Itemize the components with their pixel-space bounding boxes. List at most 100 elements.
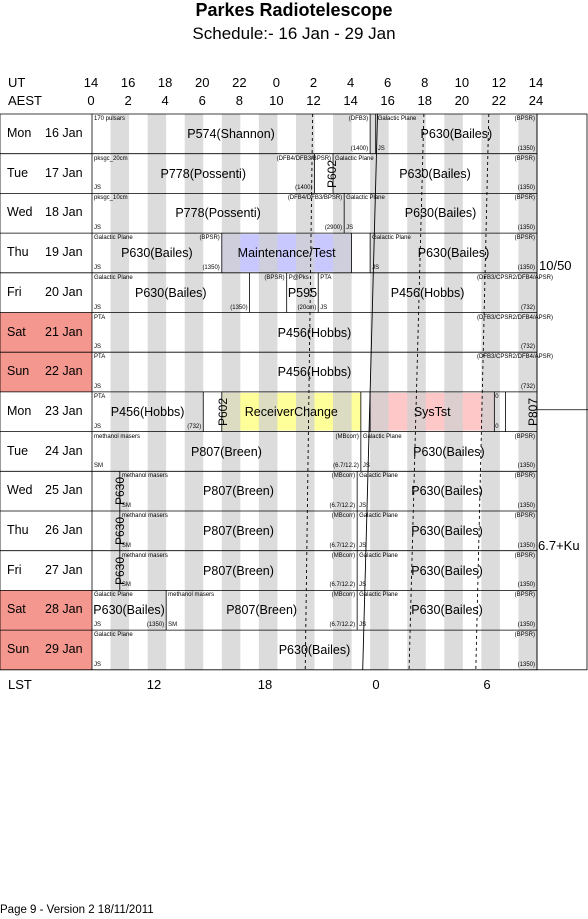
day-date: 23 Jan xyxy=(45,403,83,418)
project-label: P630(Bailes) xyxy=(278,643,351,658)
backend-note: (BPSR) xyxy=(514,433,535,440)
observer-initials: JS xyxy=(94,264,102,271)
lst-drift-line xyxy=(304,113,314,670)
observer-initials: SM xyxy=(94,463,103,470)
observation-note: Galactic Plane xyxy=(346,195,385,202)
side-label-lower: 6.7+Ku xyxy=(538,538,580,553)
ut-tick-label: 12 xyxy=(491,75,507,90)
observation-note: Galactic Plane xyxy=(335,155,374,162)
aest-tick-label: 16 xyxy=(380,93,395,108)
aest-tick-label: 4 xyxy=(161,93,169,108)
ut-tick-label: 22 xyxy=(232,75,247,90)
aest-tick-label: 14 xyxy=(343,93,358,108)
lst-tick-label: 6 xyxy=(483,677,491,692)
ut-tick-label: 14 xyxy=(83,75,99,90)
day-date: 25 Jan xyxy=(45,483,83,498)
day-name: Wed xyxy=(7,483,33,498)
lst-tick-label: 12 xyxy=(146,677,162,692)
project-label: P630(Bailes) xyxy=(411,563,483,578)
aest-tick-label: 20 xyxy=(454,93,470,108)
frequency-note: (20cm) xyxy=(297,304,317,311)
project-label: Maintenance/Test xyxy=(237,246,336,261)
frequency-note: (2900) xyxy=(324,225,343,232)
side-label-upper: 10/50 xyxy=(539,258,572,273)
observation-note: Galactic Plane xyxy=(359,513,398,519)
weekend-bg xyxy=(0,312,92,353)
project-label: P778(Possenti) xyxy=(175,206,261,221)
vertical-project-label: P807 xyxy=(525,397,540,426)
observer-initials: JS xyxy=(377,145,385,152)
project-label: P456(Hobbs) xyxy=(390,285,465,300)
project-label: P574(Shannon) xyxy=(187,127,275,141)
backend-note: (DFB3/CPSR2/DFB4/APSR) xyxy=(477,274,554,281)
observer-initials: JS xyxy=(346,225,354,232)
lst-tick-label: 0 xyxy=(372,677,380,692)
lst-drift-line xyxy=(362,113,378,670)
backend-note: (DFB3) xyxy=(348,116,369,122)
observer-initials: SM xyxy=(121,542,131,549)
backend-note: (DFB4/DFB3/BPSR) xyxy=(287,195,343,202)
footer-version: Page 9 - Version 2 18/11/2011 xyxy=(0,904,154,916)
project-label: P807(Breen) xyxy=(203,484,274,499)
lst-drift-line xyxy=(475,113,490,670)
day-name: Tue xyxy=(7,165,29,180)
observer-initials: JS xyxy=(359,622,367,629)
observation-note: methanol masers xyxy=(121,473,168,480)
day-date: 24 Jan xyxy=(45,443,83,458)
observer-initials: JS xyxy=(372,264,380,271)
frequency-note: (6.7/12.2) xyxy=(329,542,356,549)
backend-note: (BPSR) xyxy=(264,274,285,281)
observer-initials: JS xyxy=(320,304,328,311)
frequency-note: (1350) xyxy=(202,264,220,271)
project-label: P595 xyxy=(287,285,318,300)
backend-note: (BPSR) xyxy=(514,513,535,519)
observer-initials: JS xyxy=(94,661,102,668)
frequency-note: (1350) xyxy=(517,463,535,470)
backend-note: (BPSR) xyxy=(514,155,535,162)
observation-note: methanol masers xyxy=(168,592,215,599)
project-label: P456(Hobbs) xyxy=(110,404,185,419)
frequency-note: (1350) xyxy=(517,225,535,232)
backend-note: (MBcorr) xyxy=(331,473,356,480)
observer-initials: JS xyxy=(359,582,367,589)
observer-initials: JS xyxy=(94,622,102,629)
frequency-note: (1350) xyxy=(517,145,535,152)
frequency-note: (1350) xyxy=(517,582,535,589)
ut-tick-label: 2 xyxy=(309,75,318,90)
observation-note: methanol masers xyxy=(94,433,141,440)
project-label: P630(Bailes) xyxy=(411,603,483,618)
day-name: Tue xyxy=(7,443,29,458)
project-label: P807(Breen) xyxy=(203,524,274,538)
ut-tick-label: 8 xyxy=(421,75,429,90)
frequency-note: (1350) xyxy=(517,542,535,549)
day-date: 16 Jan xyxy=(45,126,83,140)
day-date: 19 Jan xyxy=(45,245,83,260)
observation-note: PTA xyxy=(94,354,106,361)
frequency-note: (1400) xyxy=(350,145,369,152)
day-name: Mon xyxy=(7,403,32,418)
backend-note: (BPSR) xyxy=(514,116,535,122)
aest-tick-label: 12 xyxy=(306,93,321,108)
observer-initials: JS xyxy=(359,542,367,549)
observation-note: methanol masers xyxy=(121,552,168,559)
observation-note: Galactic Plane xyxy=(94,592,133,599)
ut-tick-label: 0 xyxy=(272,75,281,90)
day-name: Wed xyxy=(7,205,33,220)
day-date: 18 Jan xyxy=(45,205,83,220)
ut-tick-label: 4 xyxy=(346,75,355,90)
frequency-note: (732) xyxy=(520,383,535,390)
frequency-note: (1350) xyxy=(517,185,535,192)
observer-initials: JS xyxy=(94,304,102,311)
project-label: P630(Bailes) xyxy=(420,127,493,141)
project-label: P456(Hobbs) xyxy=(277,325,352,340)
project-label: P630(Bailes) xyxy=(411,484,483,499)
backend-note: (BPSR) xyxy=(514,632,535,639)
project-label: P630(Bailes) xyxy=(411,524,483,538)
side-panel xyxy=(536,113,588,671)
frequency-note: (1400) xyxy=(295,185,313,192)
backend-note: (MBcorr) xyxy=(331,552,356,559)
backend-note: (DFB3/CPSR2/DFB4/APSR) xyxy=(477,314,554,321)
backend-note: (BPSR) xyxy=(514,195,535,202)
